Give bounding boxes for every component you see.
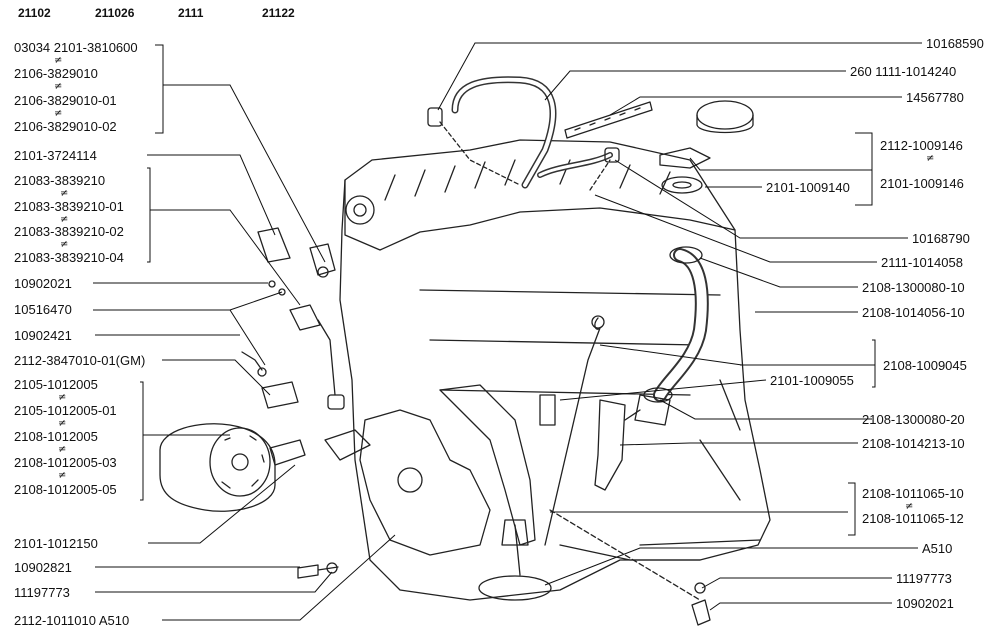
oil-separator: [594, 394, 671, 491]
head-bolt-2: [353, 203, 367, 217]
hose-clamp-top: [427, 107, 443, 127]
part-label: 2105-1012005: [14, 377, 98, 392]
washer-small-1: [268, 280, 276, 288]
not-equal-symbol: ≠: [60, 188, 69, 199]
tie-strap: [564, 101, 653, 139]
sensor-wire: [317, 319, 336, 396]
part-label: 11197773: [14, 585, 70, 600]
block-casting-lines: [419, 289, 741, 501]
washer-11197773-right: [694, 582, 706, 594]
engine-block-outline: [339, 139, 771, 601]
cam-cover-ribs: [384, 159, 671, 201]
part-label: 2108-1300080-10: [862, 280, 965, 295]
not-equal-symbol: ≠: [905, 501, 914, 512]
part-label: 2101-1009146: [880, 176, 964, 191]
pressure-sender-1: [257, 227, 291, 263]
part-label: 2108-1014213-10: [862, 436, 965, 451]
part-label: 2101-3724114: [14, 148, 97, 163]
not-equal-symbol: ≠: [60, 239, 69, 250]
part-label: 2101-1009055: [770, 373, 854, 388]
part-label: 2112-3847010-01(GM): [14, 353, 146, 368]
part-label: A510: [922, 541, 953, 556]
part-label: 2105-1012005-01: [14, 403, 117, 418]
oil-filler-cap: [696, 100, 754, 130]
head-bolt-1: [345, 195, 375, 225]
part-label: 2106-3829010-02: [14, 119, 117, 134]
part-label: 10168790: [912, 231, 970, 246]
part-label: 21083-3839210: [14, 173, 106, 188]
part-label: 11197773: [896, 571, 952, 586]
vent-hose-clamp-bottom: [643, 387, 673, 403]
hose-clamp-mid: [604, 147, 620, 163]
part-label: 2101-1012150: [14, 536, 98, 551]
part-label: 21083-3839210-04: [14, 250, 124, 265]
part-label: 2108-1012005-05: [14, 482, 117, 497]
filler-neck-seal: [661, 176, 703, 194]
model-211026: 211026: [95, 6, 135, 20]
part-label: 10902021: [14, 276, 72, 291]
bolt-10902021-right: [691, 599, 711, 626]
model-21102: 21102: [18, 6, 51, 20]
part-label: 2108-1009045: [883, 358, 967, 373]
oil-pan-outline: [559, 539, 761, 561]
bolt-10902821: [297, 564, 339, 579]
oil-pump-gear: [397, 467, 423, 493]
not-equal-symbol: ≠: [58, 444, 67, 455]
dipstick: [544, 317, 601, 546]
bolt-10902421: [241, 351, 263, 371]
part-label: 21083-3839210-01: [14, 199, 124, 214]
filler-cap-gasket: [659, 147, 711, 169]
oil-pump-housing: [359, 409, 491, 556]
part-label: 10902021: [896, 596, 954, 611]
part-label: 10516470: [14, 302, 72, 317]
part-label: 2108-1300080-20: [862, 412, 965, 427]
part-label: 2106-3829010-01: [14, 93, 117, 108]
cylinder-head-outline: [344, 179, 736, 251]
part-label: 10902821: [14, 560, 72, 575]
not-equal-symbol: ≠: [58, 392, 67, 403]
dipstick-guide: [539, 394, 556, 426]
sensor-connector: [327, 394, 345, 410]
oil-pickup-tube: [514, 524, 521, 576]
part-label: 03034 2101-3810600: [14, 40, 138, 55]
oil-pickup-strainer: [478, 575, 552, 601]
part-label: 2108-1011065-10: [862, 486, 964, 501]
part-label: 2108-1012005: [14, 429, 98, 444]
model-21122: 21122: [262, 6, 295, 20]
part-label: 2106-3829010: [14, 66, 98, 81]
part-label: 10902421: [14, 328, 72, 343]
oil-filter-face: [209, 427, 271, 497]
oil-filter-fitting: [269, 439, 306, 466]
washer-small-2: [278, 288, 286, 296]
not-equal-symbol: ≠: [60, 214, 69, 225]
part-label: 2101-1009140: [766, 180, 850, 195]
part-label: 2112-1011010 A510: [14, 613, 130, 628]
model-2111: 2111: [178, 6, 204, 20]
not-equal-symbol: ≠: [58, 470, 67, 481]
pressure-switch: [289, 304, 321, 331]
not-equal-symbol: ≠: [54, 81, 63, 92]
not-equal-symbol: ≠: [54, 55, 63, 66]
not-equal-symbol: ≠: [58, 418, 67, 429]
part-label: 2108-1012005-03: [14, 455, 117, 470]
part-label: 2111-1014058: [881, 255, 963, 270]
not-equal-symbol: ≠: [54, 108, 63, 119]
part-label: 2112-1009146: [880, 138, 963, 153]
pressure-sender-2: [309, 243, 336, 276]
not-equal-symbol: ≠: [926, 153, 935, 164]
part-label: 2108-1014056-10: [862, 305, 965, 320]
washer-11197773-left: [326, 562, 338, 574]
part-label: 14567780: [906, 90, 964, 105]
vent-hose-clamp-top: [669, 246, 703, 264]
upper-breather-hose: [451, 76, 557, 189]
part-label: 21083-3839210-02: [14, 224, 124, 239]
oil-filter-body: [159, 423, 276, 512]
part-label: 2108-1011065-12: [862, 511, 964, 526]
part-label: 260 1111-1014240: [850, 64, 957, 79]
pump-bracket: [324, 429, 371, 461]
sensor-gm: [261, 381, 299, 409]
part-label: 10168590: [926, 36, 984, 51]
